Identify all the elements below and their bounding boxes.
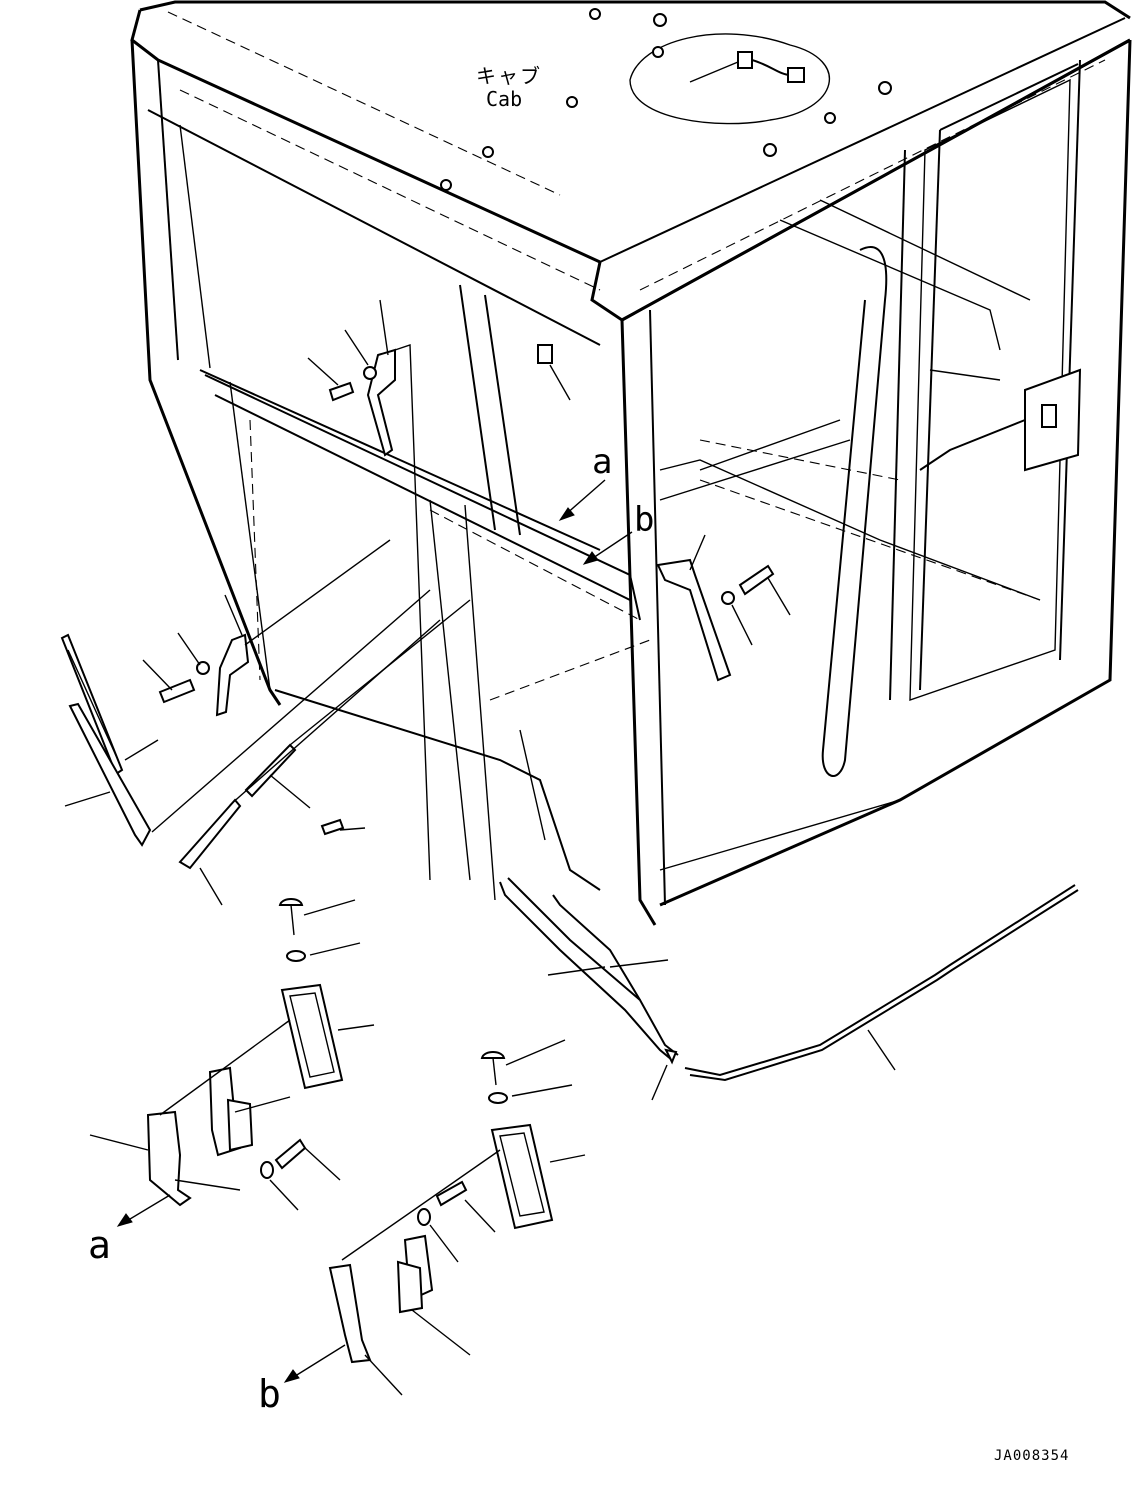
reference-a-lower: a — [88, 1223, 111, 1267]
washer-hoses — [499, 877, 1079, 1101]
left-motor-assembly — [89, 898, 375, 1227]
ref-arrows-upper — [558, 479, 633, 565]
reference-b-lower: b — [258, 1372, 281, 1416]
cab-label-japanese: キャブ — [476, 64, 542, 88]
drawing-code: JA008354 — [994, 1448, 1070, 1464]
wiper-blade-left — [60, 633, 159, 776]
wiper-arm-left — [64, 589, 431, 847]
wiper-arm-center — [178, 599, 471, 906]
roof-connector — [689, 51, 805, 83]
reference-b-upper: b — [634, 500, 655, 540]
upper-bracket-assembly — [307, 299, 431, 881]
right-wiper-bracket — [656, 534, 791, 682]
cab-frame — [130, 0, 1132, 926]
cab-label-english: Cab — [486, 87, 523, 111]
roof-fasteners — [440, 8, 892, 191]
reference-a-upper: a — [592, 442, 613, 482]
left-wiper-bracket — [142, 539, 391, 717]
right-motor-assembly — [283, 1039, 586, 1396]
relay — [537, 344, 571, 401]
